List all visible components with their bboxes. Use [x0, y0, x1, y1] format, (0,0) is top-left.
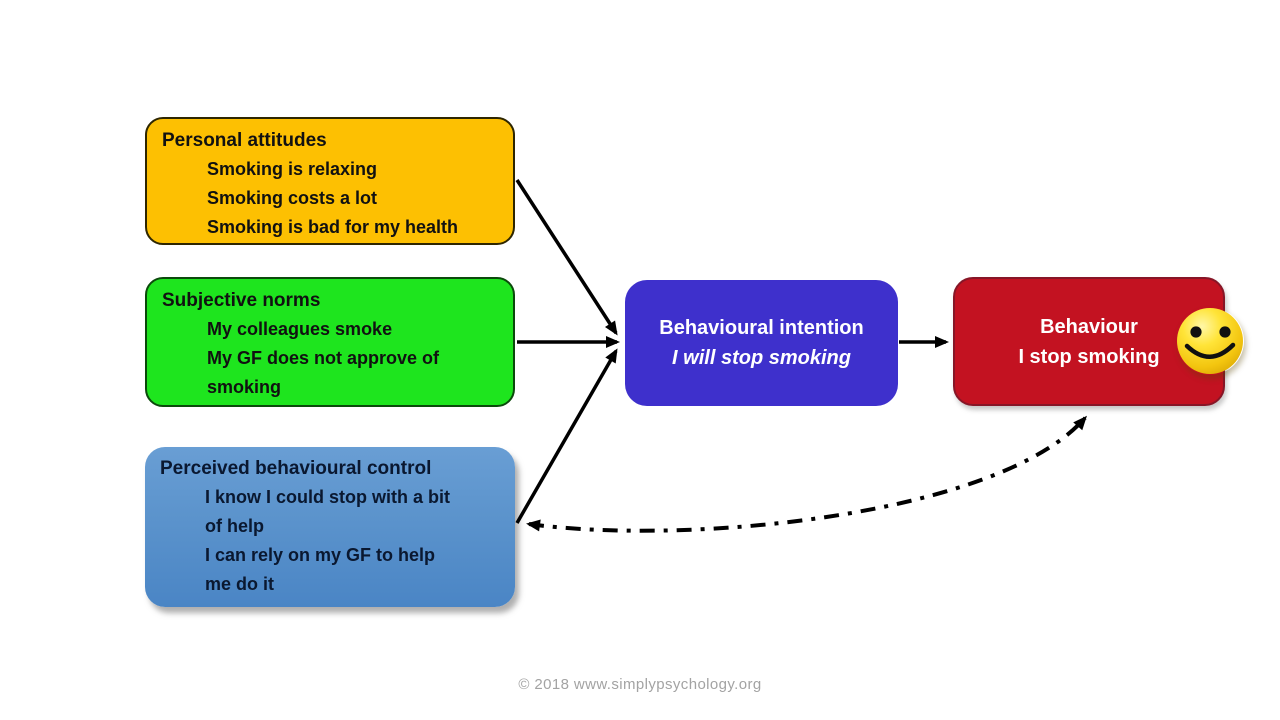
behavioural-intention-subtitle: I will stop smoking — [672, 347, 851, 369]
perceived-control-lines: I know I could stop with a bit of help I c… — [145, 483, 515, 599]
arrow-attitudes-to-intention — [515, 179, 618, 336]
box-line: Smoking is relaxing — [207, 159, 378, 179]
copyright-footer: © 2018 www.simplypsychology.org — [518, 676, 762, 693]
subjective-norms-box: Subjective norms My colleagues smoke My G… — [145, 277, 515, 407]
smiley-right-eye — [1219, 326, 1231, 338]
subjective-norms-title: Subjective norms — [162, 290, 321, 311]
smiley-face-icon — [1176, 307, 1244, 375]
box-line: I can rely on my GF to help — [205, 545, 436, 565]
box-line: Smoking is bad for my health — [207, 217, 459, 237]
subjective-norms-lines: My colleagues smoke My GF does not approv… — [147, 315, 513, 402]
personal-attitudes-title: Personal attitudes — [162, 130, 327, 151]
box-line: I know I could stop with a bit — [205, 487, 450, 507]
perceived-control-box: Perceived behavioural control I know I c… — [145, 447, 515, 607]
smiley-left-eye — [1190, 326, 1202, 338]
box-line: of help — [205, 516, 264, 536]
box-line: me do it — [205, 574, 275, 594]
box-line: Smoking costs a lot — [207, 188, 378, 208]
behaviour-title: Behaviour — [1040, 315, 1138, 338]
smiley-face-svg — [1177, 308, 1243, 374]
behaviour-subtitle: I stop smoking — [1018, 345, 1160, 368]
box-line: smoking — [207, 377, 282, 397]
feedback-dashed-arrow — [526, 415, 1087, 533]
behavioural-intention-box: Behavioural intention I will stop smokin… — [625, 280, 898, 406]
box-line: My GF does not approve of — [207, 348, 440, 368]
box-line: My colleagues smoke — [207, 319, 393, 339]
arrow-control-to-intention — [515, 348, 618, 524]
behavioural-intention-title: Behavioural intention — [659, 317, 864, 339]
smiley-mouth — [1184, 342, 1236, 359]
perceived-control-title: Perceived behavioural control — [160, 458, 432, 479]
